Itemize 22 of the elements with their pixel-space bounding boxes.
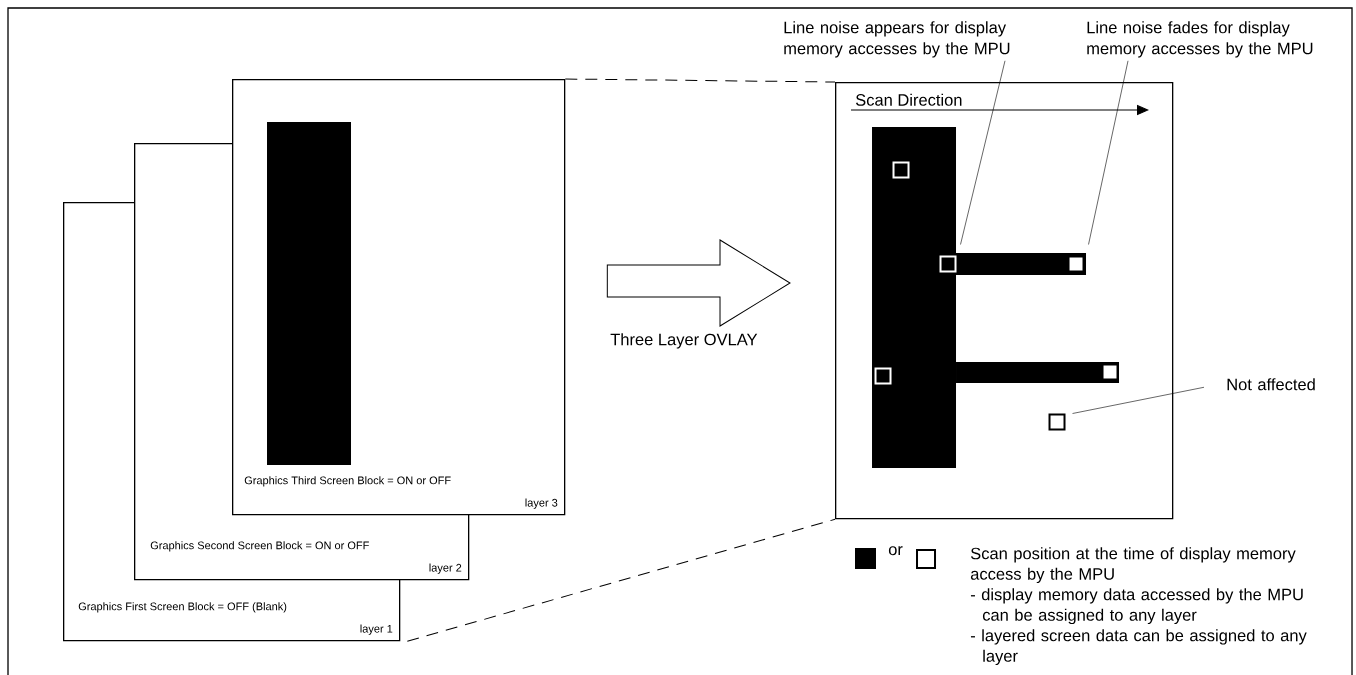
legend-text: or <box>888 546 903 556</box>
projection-line <box>406 518 836 642</box>
arrow-label: Scan Direction <box>855 93 962 106</box>
scan-position-square <box>892 161 910 179</box>
legend-text: Scan position at the time of display memory access by the MPU <box>970 547 1296 584</box>
note-text: - layered screen data can be assigned to any layer <box>970 629 1307 666</box>
leader-line <box>960 60 1006 245</box>
overlay-arrow <box>606 239 791 327</box>
edge-label: Three Layer OVLAY <box>610 333 758 349</box>
scan-position-square <box>1048 413 1066 431</box>
scan-position-square <box>874 367 892 385</box>
leader-line <box>1088 60 1129 245</box>
scan-position-square <box>1067 255 1085 273</box>
annotation-text: Line noise appears for display memory accesses by the MPU <box>784 21 1010 58</box>
layer-panel: Graphics Third Screen Block = ON or OFF layer 3 <box>232 79 566 516</box>
leader-line <box>1072 386 1205 414</box>
note-text: - display memory data accessed by the MPU can be assigned to any layer <box>970 588 1303 625</box>
annotation-text: Line noise fades for display memory accesses by the MPU <box>1087 21 1313 58</box>
projection-line <box>564 78 836 83</box>
annotation-text: Not affected <box>1227 378 1315 391</box>
scan-position-square <box>1101 363 1119 381</box>
scan-position-square <box>939 255 957 273</box>
